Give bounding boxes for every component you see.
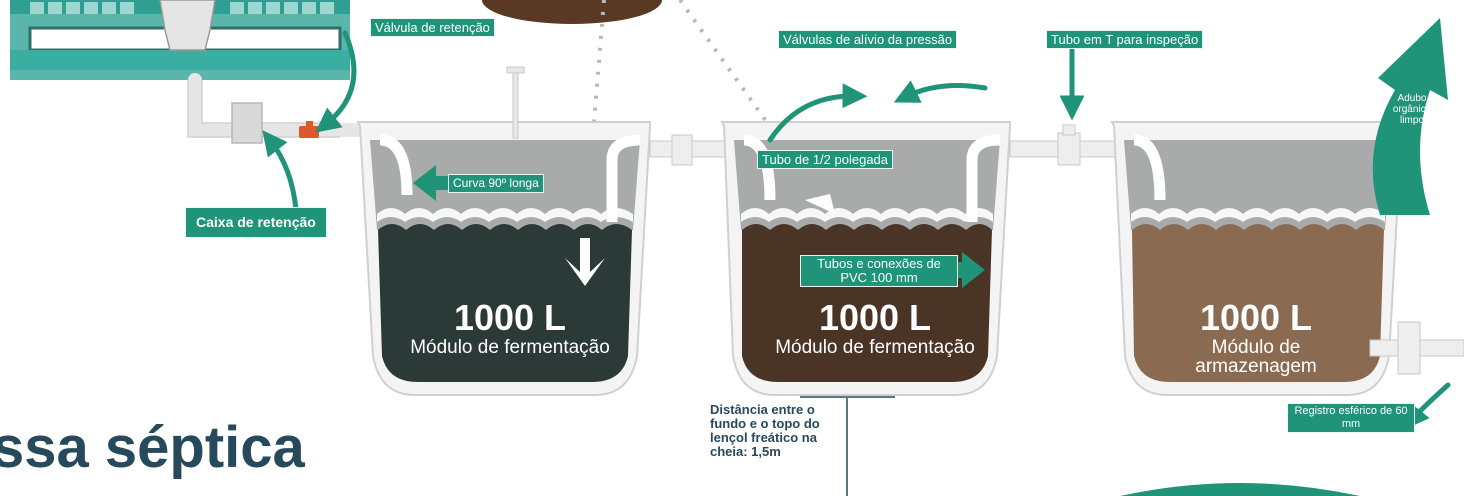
tank-1-volume: 1000 L — [453, 297, 567, 338]
inlet-pipe-outline — [187, 80, 340, 138]
check-valve — [299, 121, 319, 138]
label-valvulas-alivio: Válvulas de alívio da pressão — [778, 30, 958, 49]
retention-box — [231, 102, 263, 144]
connector-1-2 — [649, 134, 736, 166]
tank-2-name: Módulo de fermentação — [775, 337, 975, 358]
output-arrow-icon — [1372, 18, 1448, 215]
water-table-note: Distância entre o fundo e o topo do lenç… — [710, 402, 820, 459]
tank-1-name: Módulo de fermentação — [410, 337, 610, 358]
ground-mound — [1120, 483, 1360, 496]
label-tubo-t: Tubo em T para inspeção — [1046, 30, 1204, 49]
curva-arrow-icon — [413, 165, 450, 201]
label-tubo-meia: Tubo de 1/2 polegada — [757, 150, 894, 169]
flow-arrow-icon — [565, 194, 835, 286]
label-adubo: Adubo orgânico limpo — [1392, 93, 1432, 126]
tank-3 — [1110, 66, 1419, 396]
tubos-arrow-icon — [952, 252, 985, 288]
outlet-pipe — [1369, 321, 1464, 375]
toilet-illustration — [10, 0, 350, 80]
label-caixa-retencao: Caixa de retenção — [185, 207, 327, 238]
annotation-arrows — [262, 30, 1451, 430]
tank-2-volume: 1000 L — [818, 297, 932, 338]
label-curva: Curva 90º longa — [448, 174, 544, 193]
label-tubos-conexoes: Tubos e conexões de PVC 100 mm — [800, 255, 958, 287]
page-title: ssa séptica — [0, 415, 305, 480]
tank-3-volume: 1000 L — [1199, 297, 1313, 338]
tank-3-name: Módulo de armazenagem — [1195, 337, 1317, 377]
connector-2-3 — [1009, 124, 1121, 166]
soil-circle — [482, 0, 662, 24]
label-valvula-retencao: Válvula de retenção — [370, 18, 495, 37]
label-registro: Registro esférico de 60 mm — [1287, 403, 1415, 433]
